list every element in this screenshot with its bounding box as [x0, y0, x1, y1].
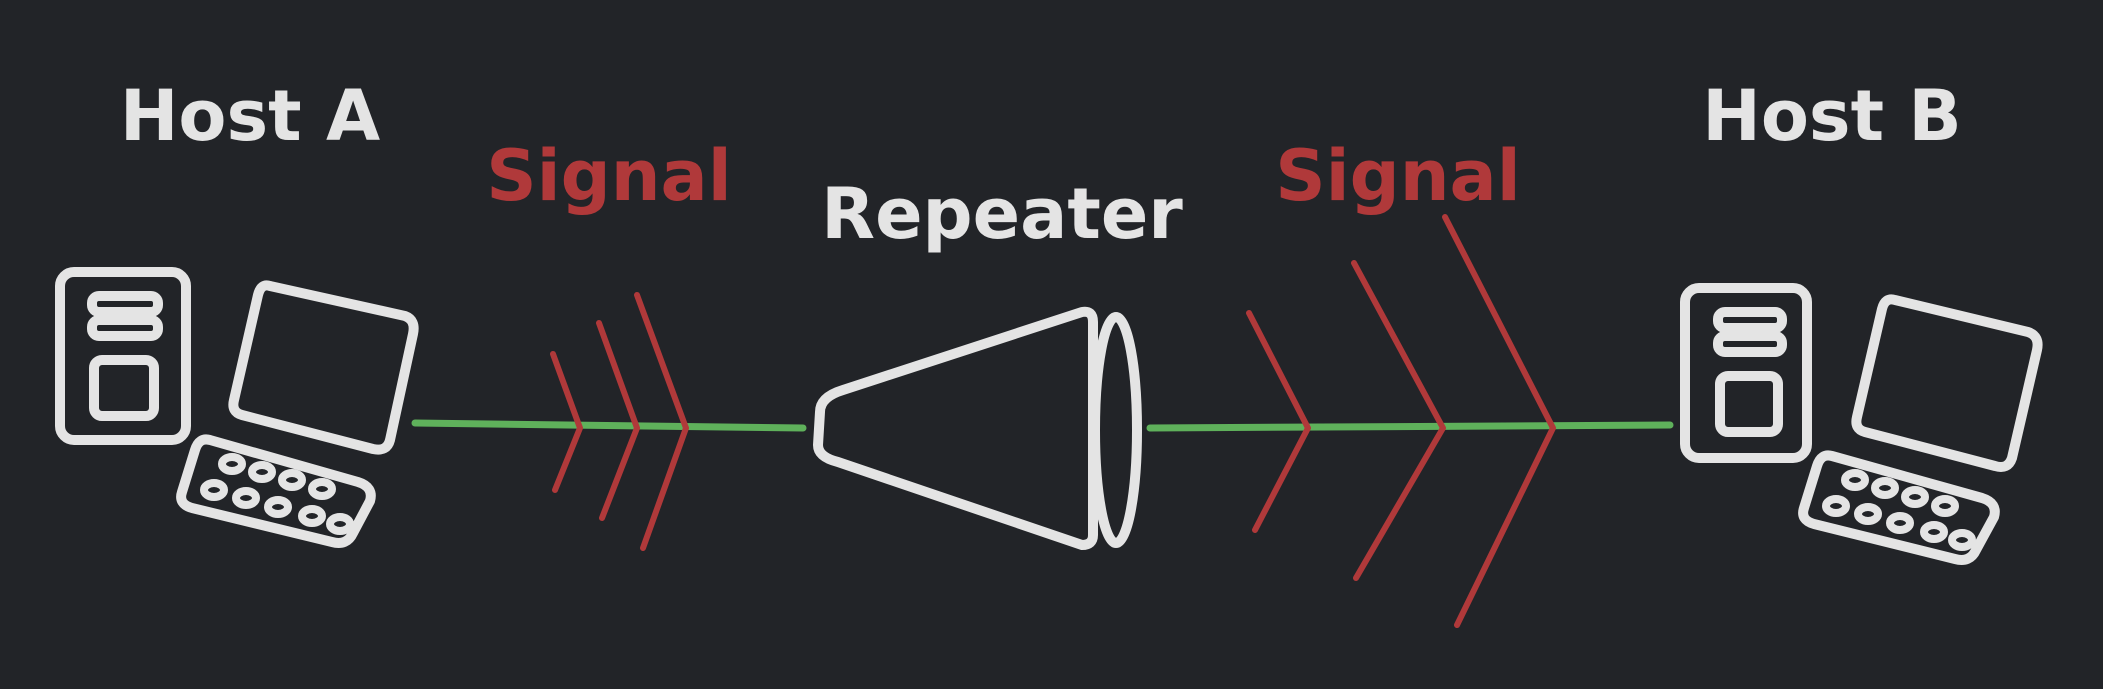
signal-waves-left [550, 292, 689, 551]
keyboard-keys [1822, 469, 1976, 551]
megaphone-body [813, 306, 1098, 550]
computer-monitor [1851, 294, 2043, 472]
drive-bay [87, 315, 163, 341]
drive-bay [1713, 331, 1787, 357]
signal-chevron [1442, 214, 1556, 628]
computer-keyboard [1798, 450, 2000, 565]
drive-panel [89, 355, 159, 421]
desktop-computer-icon [55, 267, 419, 548]
drive-bay [1713, 307, 1787, 333]
computer-monitor [228, 280, 419, 455]
drive-panel [1715, 371, 1783, 437]
signal-chevron [1351, 260, 1446, 581]
desktop-computer-icon [1680, 283, 2043, 565]
megaphone-bell [1090, 312, 1142, 548]
repeater-label: Repeater [821, 173, 1183, 255]
computer-tower [55, 267, 191, 445]
signal-label-left: Signal [486, 135, 732, 217]
signal-chevron [634, 292, 689, 551]
signal-label-right: Signal [1275, 135, 1521, 217]
computer-tower [1680, 283, 1812, 463]
signal-chevron [550, 351, 583, 493]
host-a-label: Host A [120, 75, 380, 157]
megaphone-icon [813, 306, 1142, 550]
signal-waves-right [1246, 214, 1556, 628]
drive-bay [87, 291, 163, 317]
signal-chevron [1246, 310, 1311, 533]
wire-left [411, 419, 807, 432]
host-b-label: Host B [1702, 75, 1962, 157]
wire-right [1146, 421, 1674, 432]
keyboard-keys [200, 453, 354, 535]
signal-chevron [596, 320, 640, 521]
computer-keyboard [176, 434, 376, 548]
